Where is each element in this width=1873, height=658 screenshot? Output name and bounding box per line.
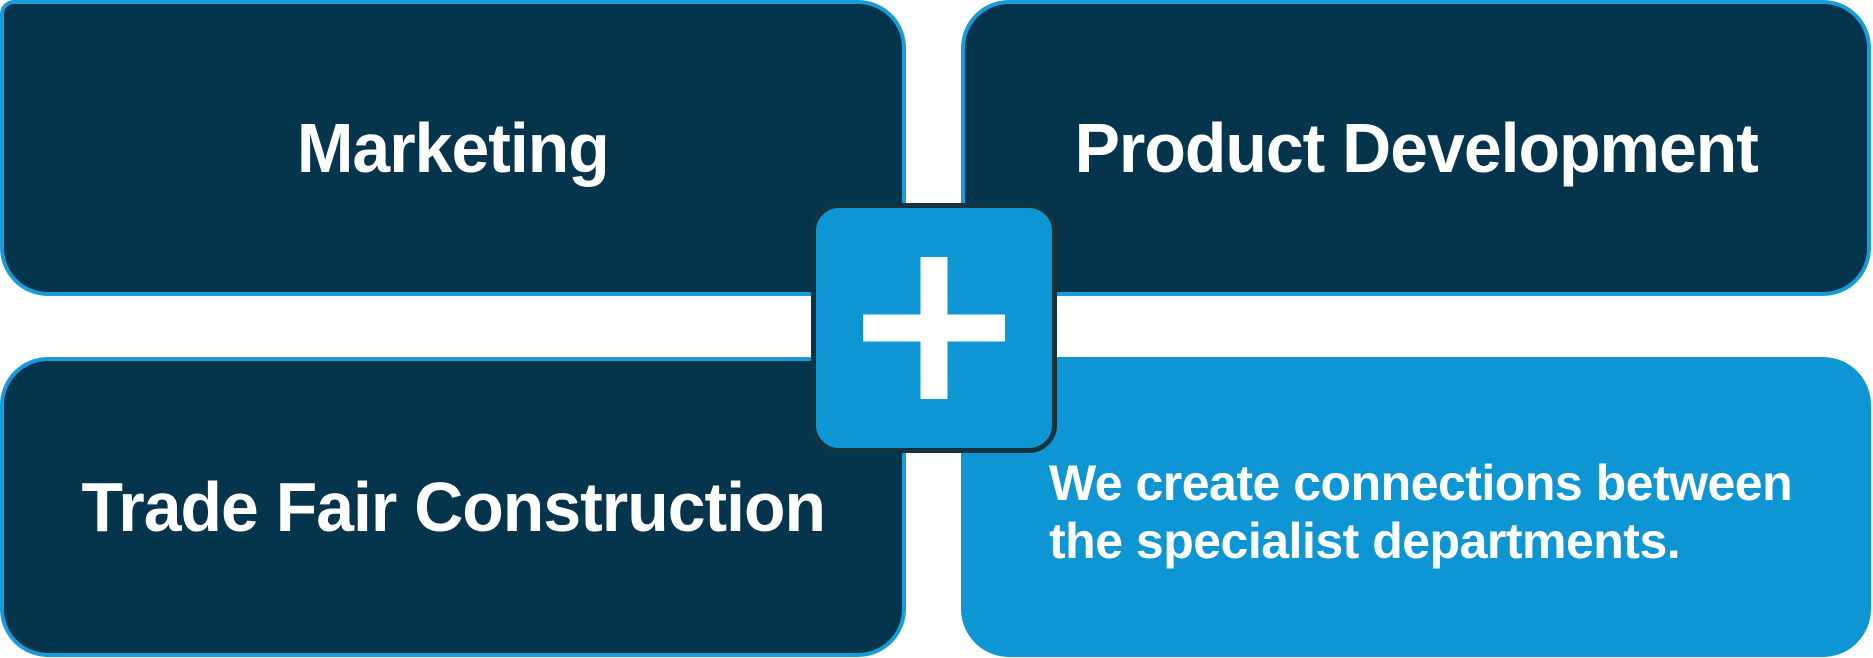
box-trade-fair-construction: Trade Fair Construction	[0, 357, 906, 657]
trade-fair-construction-label: Trade Fair Construction	[81, 468, 826, 546]
plus-icon-vertical-bar	[920, 257, 948, 399]
box-marketing: Marketing	[0, 0, 906, 296]
product-development-label: Product Development	[1074, 109, 1758, 187]
marketing-label: Marketing	[297, 109, 610, 187]
box-message: We create connections between the specia…	[961, 357, 1871, 657]
plus-icon	[811, 203, 1057, 453]
box-product-development: Product Development	[961, 0, 1871, 296]
message-text: We create connections between the specia…	[1049, 455, 1793, 569]
